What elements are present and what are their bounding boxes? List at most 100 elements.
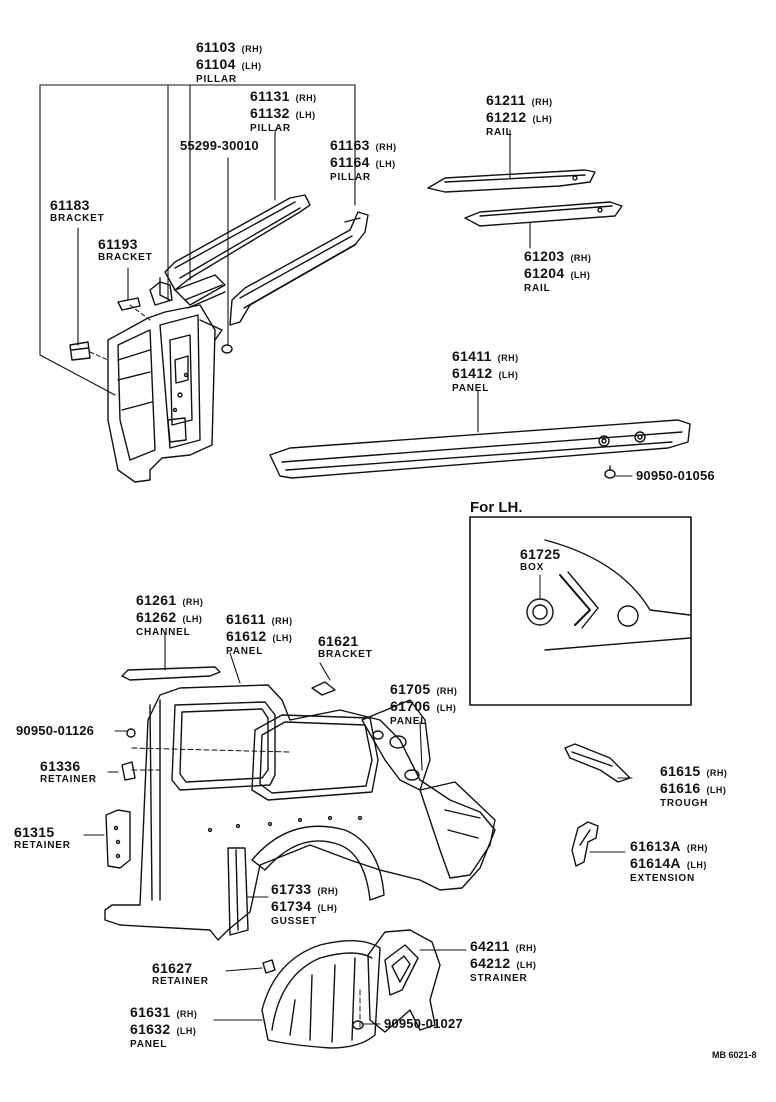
side-rh: (RH) [570,253,592,263]
part-number-lh: 61164 [330,154,370,170]
side-lh: (LH) [706,785,727,795]
part-number-rh: 61705 [390,681,431,697]
part-number-lh: 61104 [196,56,236,72]
bolt-90950-01056-drawing [604,465,616,479]
part-name: CHANNEL [136,627,191,638]
part-number: 61627 [152,960,193,976]
extension-61613a-drawing [571,821,599,867]
part-name: BRACKET [98,252,153,263]
side-rh: (RH) [375,142,397,152]
bracket-61183-drawing [69,341,91,361]
part-number-lh: 61212 [486,109,527,125]
label-61621: 61621 BRACKET [318,634,373,661]
label-61211: 61211(RH) 61212(LH) RAIL [486,92,553,139]
pillar-61131-drawing [159,194,311,301]
leader-lines-bottom [83,632,633,1025]
part-number: 61725 [520,546,561,562]
label-61203: 61203 (RH) 61204 (LH) RAIL [524,248,592,295]
inset-title: For LH. [470,499,523,516]
side-rh: (RH) [515,943,537,953]
part-number-rh: 61211 [486,92,526,108]
label-64211: 64211(RH) 64212(LH) STRAINER [470,939,537,985]
channel-61261-drawing [121,666,221,681]
label-61261: 61261(RH) 61262(LH) CHANNEL [136,593,203,639]
part-number-lh: 61204 [524,265,565,281]
label-61627: 61627 RETAINER [152,960,209,988]
part-name: RAIL [524,283,551,294]
part-number-lh: 61632 [130,1021,171,1037]
side-lh: (LH) [241,61,262,71]
bolt-90950-01027-drawing [352,1020,364,1030]
side-rh: (RH) [706,768,728,778]
part-number-lh: 61734 [271,898,312,914]
side-lh: (LH) [272,633,293,643]
part-name: PANEL [452,383,490,394]
side-rh: (RH) [176,1009,198,1019]
trough-61615-drawing [564,743,631,783]
part-name: BRACKET [50,213,105,224]
part-name: RAIL [486,127,513,138]
label-61613a: 61613A(RH) 61614A(LH) EXTENSION [630,838,708,885]
strainer-64211-drawing [367,929,441,1033]
label-61611: 61611(RH) 61612(LH) PANEL [226,612,293,658]
part-name: TROUGH [660,798,709,809]
grommet-55299-drawing [221,344,233,354]
part-number-rh: 61613A [630,838,681,854]
side-lh: (LH) [686,860,707,870]
side-lh: (LH) [498,370,519,380]
part-name: PILLAR [250,123,291,134]
label-61733: 61733 (RH) 61734 (LH) GUSSET [271,881,339,928]
part-name: PANEL [390,716,428,727]
part-name: GUSSET [271,916,317,927]
label-61163: 61163(RH) 61164(LH) PILLAR [330,138,397,184]
panel-61631-drawing [261,940,381,1049]
pillar-61103-drawing [107,274,226,483]
part-number-rh: 61733 [271,881,312,897]
part-number-lh: 61262 [136,609,177,625]
part-name: PANEL [130,1039,168,1050]
side-rh: (RH) [686,843,708,853]
bracket-61193-drawing [117,297,141,311]
side-rh: (RH) [317,886,339,896]
part-name: EXTENSION [630,873,695,884]
side-lh: (LH) [570,270,591,280]
label-61725: 61725 BOX [520,546,561,574]
part-number-rh: 61631 [130,1004,171,1020]
side-lh: (LH) [317,903,338,913]
side-lh: (LH) [176,1026,197,1036]
label-90950-01056: 90950-01056 [636,468,715,483]
part-number-rh: 61615 [660,763,701,779]
part-number-lh: 61132 [250,105,290,121]
part-number-rh: 61411 [452,348,492,364]
label-90950-01126: 90950-01126 [16,723,95,738]
label-55299-30010: 55299-30010 [180,138,259,153]
part-name: PANEL [226,646,264,657]
part-number: 61193 [98,236,138,252]
side-rh: (RH) [241,44,263,54]
retainer-61336-drawing [121,761,136,781]
side-lh: (LH) [375,159,396,169]
part-number-lh: 61612 [226,628,267,644]
side-lh: (LH) [516,960,537,970]
bracket-61621-drawing [311,681,336,696]
part-name: BOX [520,562,545,573]
side-rh: (RH) [271,616,293,626]
label-61631: 61631 (RH) 61632 (LH) PANEL [130,1004,198,1051]
side-rh: (RH) [295,93,317,103]
bolt-90950-01126-drawing [126,728,136,738]
part-name: RETAINER [152,976,209,987]
part-name: STRAINER [470,973,528,984]
pillar-61163-drawing [229,211,369,326]
diagram-reference-code: MB 6021-8 [712,1050,757,1060]
part-number-rh: 61203 [524,248,565,264]
label-61315: 61315 RETAINER [14,824,71,852]
retainer-61627-drawing [262,959,276,974]
part-number-lh: 61412 [452,365,493,381]
part-number: 61315 [14,824,55,840]
panel-61611-drawing [104,684,496,941]
rail-61203-drawing [464,201,623,227]
label-61103: 61103(RH) 61104(LH) PILLAR [196,40,263,86]
part-number-lh: 61616 [660,780,701,796]
part-number: 61336 [40,758,81,774]
part-number: 61183 [50,197,90,213]
